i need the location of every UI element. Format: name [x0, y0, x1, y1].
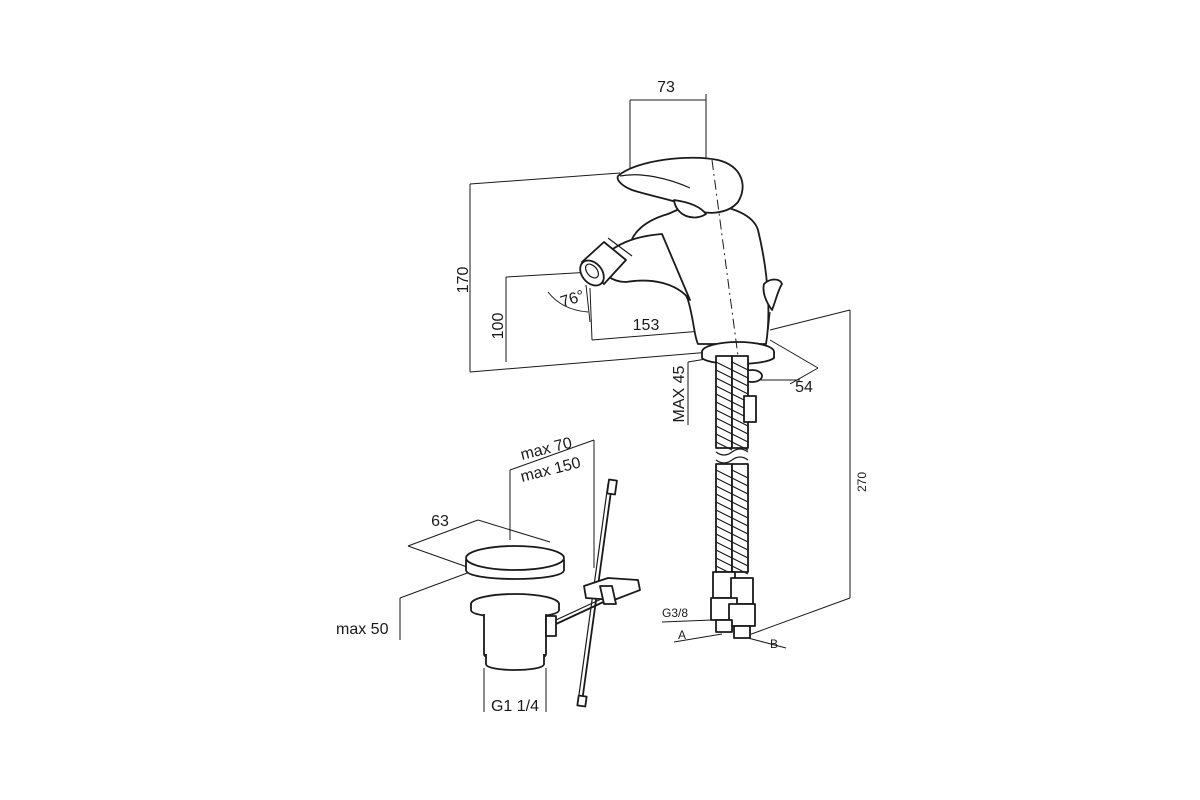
label-73: 73	[657, 79, 675, 96]
connection-labels: G3/8 A B	[661, 606, 787, 651]
label-153: 153	[633, 317, 660, 334]
label-angle: 76°	[558, 288, 586, 312]
popup-knob	[762, 278, 783, 331]
popup-waste: max 70 max 150 63 max 50	[336, 435, 641, 715]
label-a: A	[678, 628, 686, 642]
dimension-max50: max 50	[336, 571, 471, 640]
label-b: B	[770, 637, 778, 651]
label-170: 170	[455, 267, 472, 294]
bidet-mixer: 73 170 100 76° 153	[455, 79, 869, 651]
dimension-153: 153	[589, 287, 739, 341]
label-100: 100	[490, 313, 507, 340]
label-g38: G3/8	[662, 606, 688, 620]
dimension-270: 270	[745, 309, 869, 637]
dimension-angle: 76°	[547, 284, 591, 323]
dimension-100: 100	[490, 271, 593, 362]
dimension-max70-max150: max 70 max 150	[509, 435, 595, 568]
dimension-54: 54	[757, 339, 819, 396]
waste-body	[470, 593, 560, 671]
label-63: 63	[431, 513, 449, 530]
label-g114: G1 1/4	[491, 698, 539, 715]
label-max50: max 50	[336, 621, 389, 638]
dimension-g114: G1 1/4	[483, 668, 547, 715]
label-54: 54	[795, 379, 813, 396]
dimension-170: 170	[455, 172, 736, 373]
lever-handle	[616, 156, 744, 219]
flexible-hoses	[710, 355, 757, 639]
mixer-body	[579, 156, 783, 383]
waste-cap	[465, 545, 565, 580]
dimension-63: 63	[407, 513, 551, 569]
label-max45: MAX 45	[671, 365, 688, 422]
dimension-73: 73	[629, 79, 707, 182]
linkage-rod	[555, 478, 641, 708]
dimension-max45: MAX 45	[671, 357, 713, 425]
label-270: 270	[855, 472, 869, 492]
aerator	[579, 237, 633, 287]
